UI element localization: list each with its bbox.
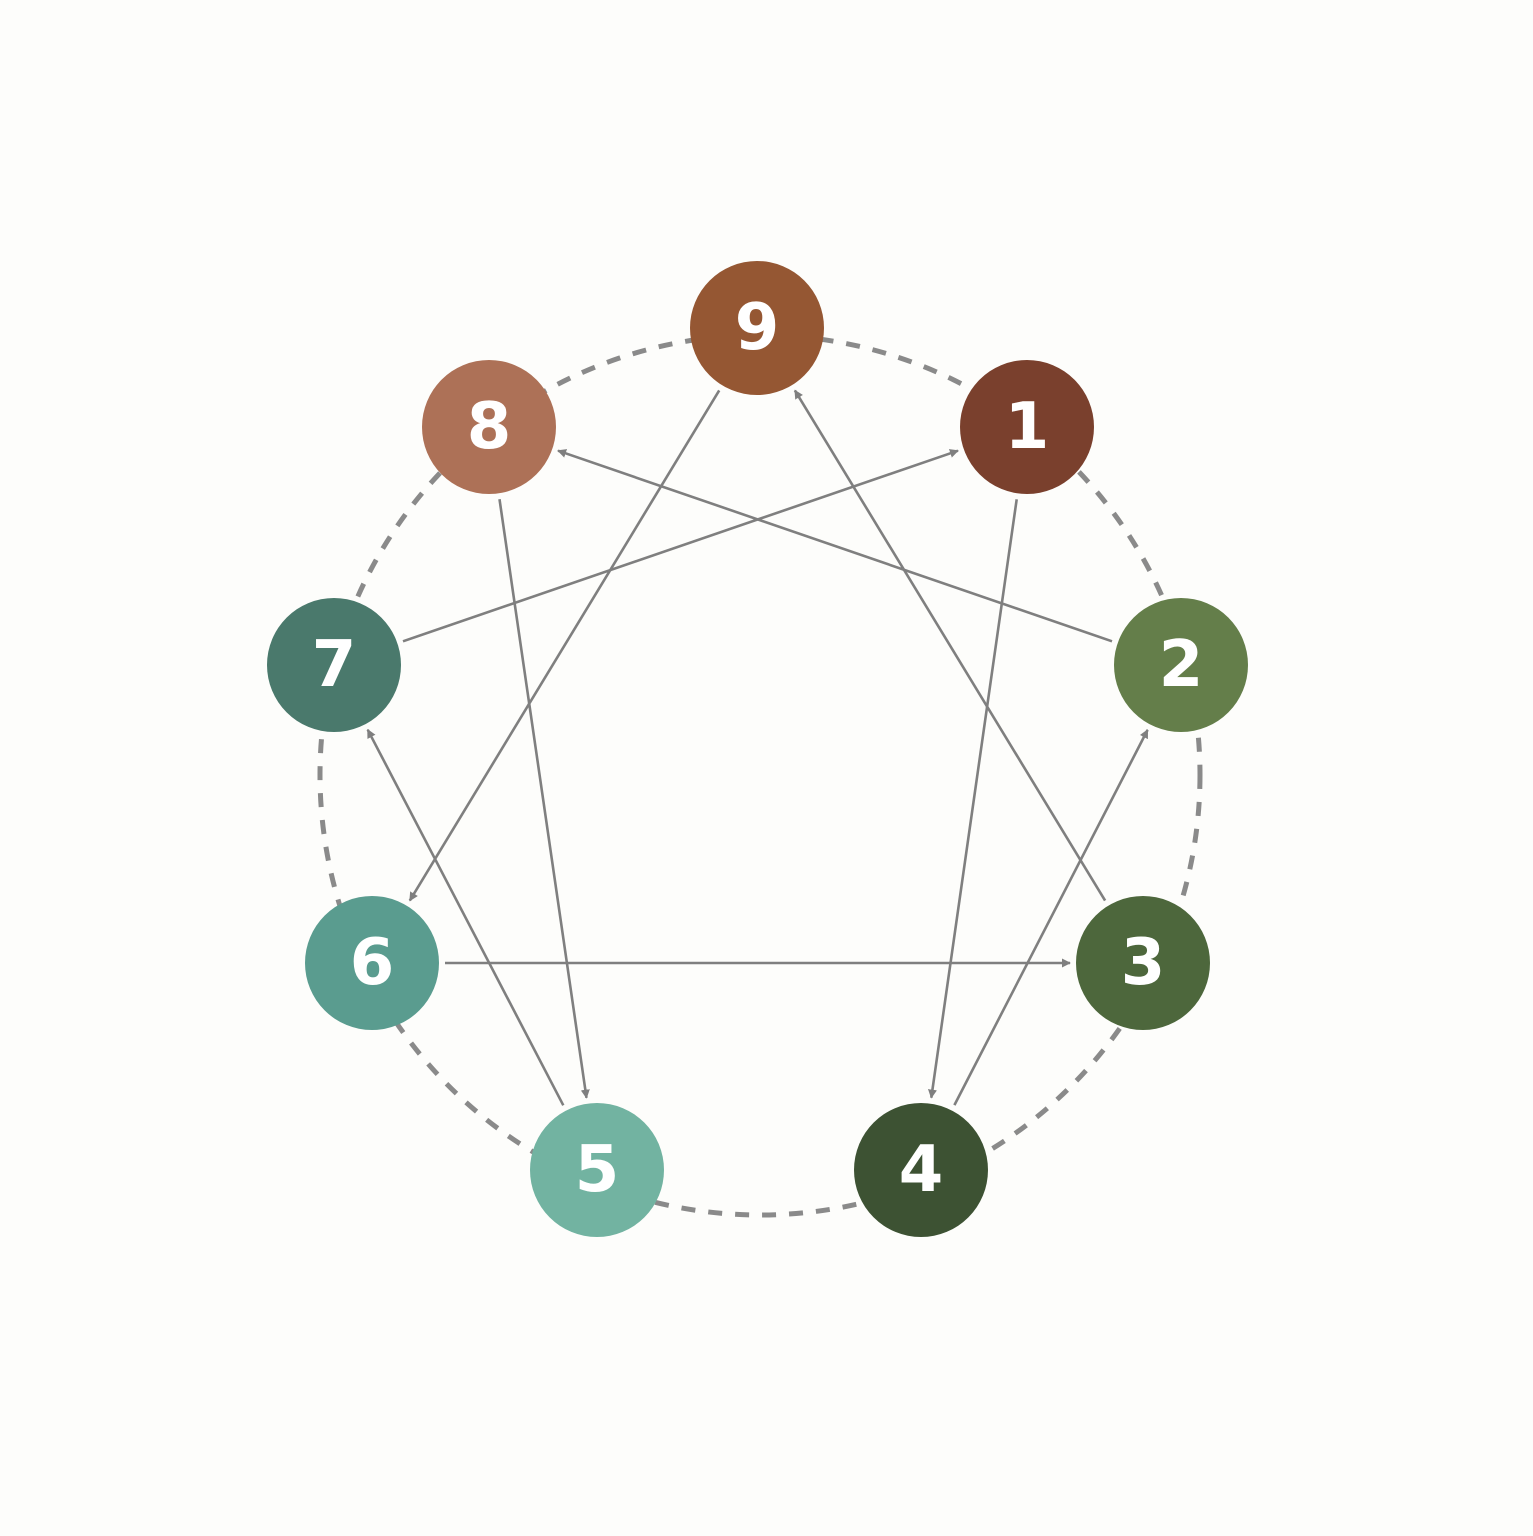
arrow-5-to-7	[366, 728, 565, 1106]
node-label-6: 6	[350, 926, 395, 1000]
node-circle-7	[267, 598, 401, 732]
node-circle-3	[1076, 896, 1210, 1030]
arrow-8-to-5	[498, 499, 590, 1099]
arrow-1-to-4	[927, 499, 1018, 1099]
node-label-5: 5	[575, 1133, 620, 1207]
node-circle-5	[530, 1103, 664, 1237]
node-5: 5	[530, 1103, 664, 1237]
node-2: 2	[1114, 598, 1248, 732]
nodes-layer: 9 1 2 3 4 5 6 7 8	[267, 261, 1248, 1237]
arrows-layer	[366, 389, 1149, 1106]
node-circle-4	[854, 1103, 988, 1237]
node-label-8: 8	[467, 390, 512, 464]
node-1: 1	[960, 360, 1094, 494]
arrow-7-to-1	[402, 449, 959, 643]
node-circle-6	[305, 896, 439, 1030]
node-label-2: 2	[1159, 628, 1204, 702]
node-8: 8	[422, 360, 556, 494]
node-7: 7	[267, 598, 401, 732]
node-6: 6	[305, 896, 439, 1030]
arrow-2-to-8	[557, 449, 1113, 643]
node-circle-8	[422, 360, 556, 494]
node-label-9: 9	[735, 291, 780, 365]
node-label-1: 1	[1005, 390, 1050, 464]
arrow-9-to-6	[408, 389, 721, 902]
arrow-4-to-2	[953, 729, 1149, 1106]
node-circle-9	[690, 261, 824, 395]
outer-dashed-ring	[317, 332, 1203, 1218]
node-circle-2	[1114, 598, 1248, 732]
node-3: 3	[1076, 896, 1210, 1030]
node-label-3: 3	[1121, 926, 1166, 1000]
arrow-3-to-9	[793, 389, 1107, 902]
node-label-4: 4	[899, 1133, 944, 1207]
node-circle-1	[960, 360, 1094, 494]
node-label-7: 7	[312, 628, 357, 702]
node-4: 4	[854, 1103, 988, 1237]
node-9: 9	[690, 261, 824, 395]
